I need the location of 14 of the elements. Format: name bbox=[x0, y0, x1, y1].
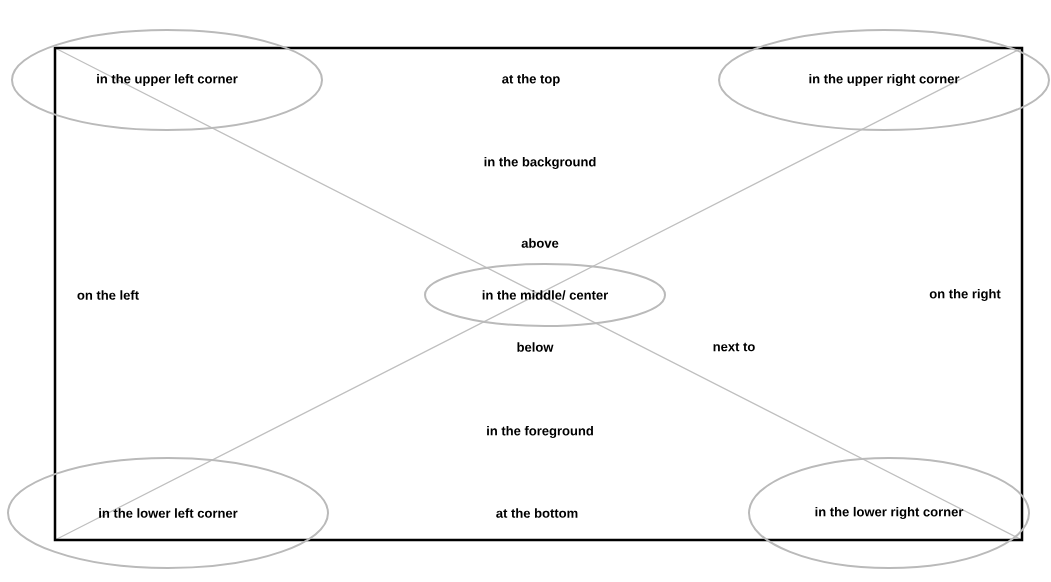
position-label: on the left bbox=[77, 290, 139, 300]
position-label: in the foreground bbox=[487, 425, 593, 439]
ellipse-label: in the upper right corner bbox=[718, 29, 1050, 131]
position-label: at the bottom bbox=[496, 508, 578, 518]
position-label: above bbox=[521, 238, 559, 248]
position-label: in the background bbox=[484, 156, 596, 170]
position-label: at the top bbox=[502, 73, 560, 87]
ellipse-label: in the upper left corner bbox=[11, 29, 323, 131]
position-label: on the right bbox=[929, 288, 1001, 302]
position-label: next to bbox=[713, 342, 755, 352]
position-label: below bbox=[517, 342, 554, 352]
ellipse-label: in the lower left corner bbox=[7, 457, 329, 569]
ellipse-label: in the middle/ center bbox=[424, 263, 666, 327]
ellipse-label: in the lower right corner bbox=[748, 457, 1030, 569]
